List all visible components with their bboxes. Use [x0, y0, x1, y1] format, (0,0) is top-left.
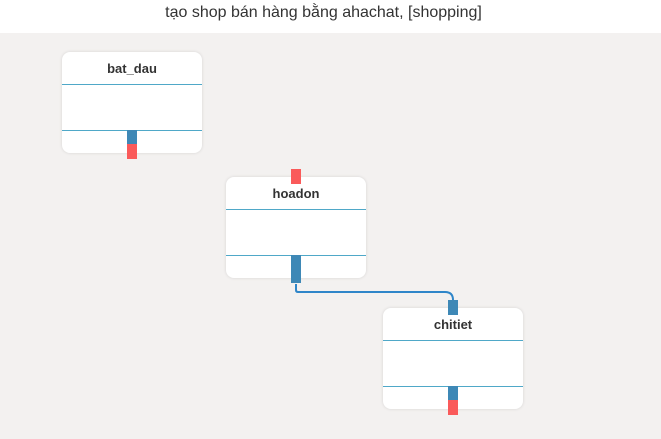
node-body [226, 210, 366, 255]
node-body [62, 85, 202, 130]
node-hoadon[interactable]: hoadon [226, 169, 366, 283]
node-divider [383, 340, 523, 341]
connection-hoadon-chitiet[interactable] [295, 284, 454, 301]
header-bar: tạo shop bán hàng bằng ahachat, [shoppin… [0, 0, 661, 33]
node-divider [62, 84, 202, 85]
output-port[interactable] [291, 255, 301, 283]
node-title: bat_dau [107, 61, 157, 76]
flow-canvas[interactable]: bat_dau hoadon chitiet [0, 33, 661, 439]
node-title: chitiet [433, 317, 473, 332]
input-port[interactable] [291, 169, 301, 184]
output-port-unconnected-marker[interactable] [127, 144, 137, 159]
node-divider [226, 209, 366, 210]
node-body [383, 341, 523, 386]
page-title: tạo shop bán hàng bằng ahachat, [shoppin… [165, 4, 482, 21]
node-title: hoadon [272, 186, 320, 201]
output-port-unconnected-marker[interactable] [448, 400, 458, 415]
input-port[interactable] [448, 300, 458, 315]
node-bat-dau[interactable]: bat_dau [62, 52, 202, 159]
node-chitiet[interactable]: chitiet [383, 300, 523, 415]
